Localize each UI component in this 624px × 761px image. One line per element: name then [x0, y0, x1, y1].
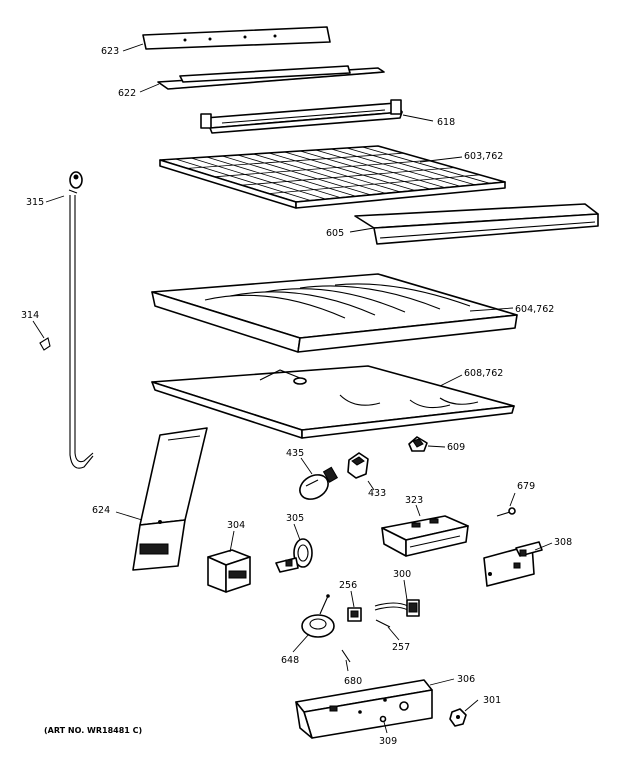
shelf-grid-line	[315, 149, 446, 189]
label-603-762: 603,762	[464, 151, 503, 162]
shelf-grid-line	[214, 160, 429, 178]
label-256: 256	[339, 580, 357, 591]
part-603-shelf	[159, 145, 506, 209]
label-308: 308	[554, 537, 572, 548]
label-609: 609	[447, 442, 465, 453]
part-605-trim	[354, 203, 599, 245]
label-306: 306	[457, 674, 475, 685]
label-300: 300	[393, 569, 411, 580]
label-623: 623	[101, 46, 119, 57]
part-622-cover	[157, 65, 385, 90]
art-number: (ART NO. WR18481 C)	[44, 726, 142, 735]
label-680: 680	[344, 676, 362, 687]
part-306-base	[295, 679, 433, 739]
part-305-knob	[275, 538, 313, 573]
part-labels: 623 622 618 603,762 315 605 314 604,762 …	[21, 46, 572, 747]
label-304: 304	[227, 520, 245, 531]
shelf-grid-line	[268, 174, 480, 194]
label-433: 433	[368, 488, 386, 499]
part-257-screw	[375, 619, 391, 628]
shelf-grid-line	[346, 147, 476, 186]
label-305: 305	[286, 513, 304, 524]
part-433-socket	[347, 452, 369, 479]
part-315-tube	[68, 171, 94, 469]
label-604-762: 604,762	[515, 304, 554, 315]
label-301: 301	[483, 695, 501, 706]
part-604-tray	[151, 273, 518, 353]
label-314: 314	[21, 310, 39, 321]
part-256-switch	[347, 607, 362, 622]
label-618: 618	[437, 117, 455, 128]
part-314-clip	[39, 337, 51, 351]
shelf-grid-line	[268, 152, 401, 193]
part-680-screw	[341, 649, 351, 663]
label-435: 435	[286, 448, 304, 459]
shelf-grid-line	[331, 148, 461, 187]
label-679: 679	[517, 481, 535, 492]
part-679-screw	[496, 507, 516, 517]
part-609	[408, 436, 428, 452]
shelf-grid-line	[175, 158, 312, 201]
part-435-bulb	[299, 466, 339, 500]
label-315: 315	[26, 197, 44, 208]
label-622: 622	[118, 88, 136, 99]
shelf-grid-line	[300, 150, 431, 190]
part-623-bracket	[142, 26, 331, 50]
shelf-grid-line	[222, 155, 356, 197]
part-323-housing	[381, 515, 469, 557]
shelf-grid-line	[187, 152, 404, 169]
label-309: 309	[379, 736, 397, 747]
part-304-block	[207, 549, 251, 593]
label-257: 257	[392, 642, 410, 653]
shelf-grid-line	[241, 167, 455, 186]
shelf-grid-line	[237, 154, 371, 196]
label-648: 648	[281, 655, 299, 666]
shelf-grid-line	[253, 153, 386, 194]
label-608-762: 608,762	[464, 368, 503, 379]
part-618-channel	[200, 99, 403, 134]
part-301-nut	[449, 708, 467, 727]
label-624: 624	[92, 505, 110, 516]
part-308-bracket	[483, 541, 543, 587]
part-300-harness	[374, 599, 420, 617]
part-608-pan	[151, 365, 515, 439]
leader-lines	[32, 43, 553, 734]
shelf-grid-line	[362, 146, 491, 184]
label-323: 323	[405, 495, 423, 506]
label-605: 605	[326, 228, 344, 239]
shelf-grid-line	[191, 157, 326, 200]
shelf-grid-line	[206, 156, 341, 199]
part-648-motor	[301, 594, 335, 638]
part-309	[379, 715, 387, 723]
shelf-grid-line	[284, 151, 416, 191]
part-624-control	[132, 427, 208, 571]
